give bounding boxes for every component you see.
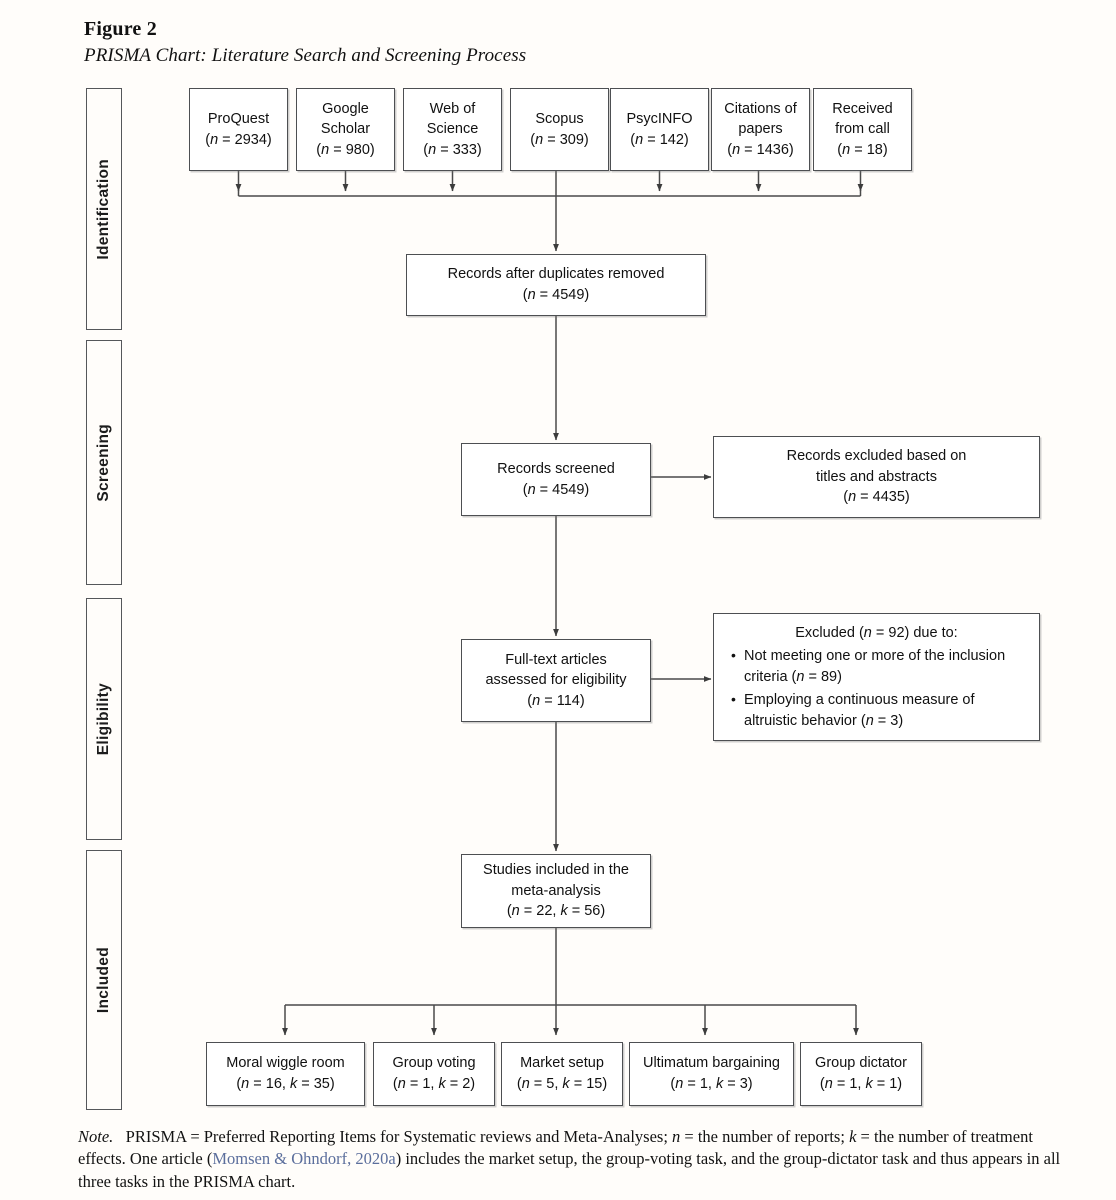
box-full-text-assessed: Full-text articles assessed for eligibil…: [461, 639, 651, 722]
source-name-line1: Google: [322, 100, 369, 117]
source-box-received-from-call: Received from call (n = 18): [813, 88, 912, 171]
box-count: (n = 22, k = 56): [506, 903, 606, 920]
source-count: (n = 18): [837, 141, 888, 158]
box-text-line2: assessed for eligibility: [485, 672, 627, 689]
task-name: Group voting: [392, 1055, 476, 1072]
source-name-line2: from call: [835, 121, 890, 138]
box-studies-included: Studies included in the meta-analysis (n…: [461, 854, 651, 928]
note-text-3: = the number of treatment effects. One a…: [78, 1127, 1033, 1169]
stage-screening: Screening: [86, 340, 122, 585]
note-text-2: = the number of reports;: [680, 1127, 850, 1146]
source-box-citations-of-papers: Citations of papers (n = 1436): [711, 88, 810, 171]
note-symbol-n: n: [672, 1127, 681, 1146]
task-name: Moral wiggle room: [226, 1055, 345, 1072]
source-count: (n = 333): [423, 141, 482, 158]
box-text-line1: Studies included in the: [483, 862, 629, 879]
note-symbol-k: k: [849, 1127, 857, 1146]
source-name: Scopus: [535, 110, 584, 127]
task-name: Group dictator: [815, 1055, 907, 1072]
note-text-1: PRISMA = Preferred Reporting Items for S…: [125, 1127, 673, 1146]
excluded-reason-item: Employing a continuous measure of altrui…: [731, 689, 1026, 732]
stage-included: Included: [86, 850, 122, 1110]
task-count: (n = 16, k = 35): [236, 1076, 335, 1092]
task-count: (n = 5, k = 15): [516, 1076, 608, 1092]
box-text-line2: meta-analysis: [511, 882, 601, 899]
box-excluded-eligibility: Excluded (n = 92) due to: Not meeting on…: [713, 613, 1040, 741]
source-name-line1: Citations of: [724, 100, 797, 117]
stage-eligibility: Eligibility: [86, 598, 122, 840]
stage-label-included: Included: [95, 946, 112, 1014]
box-count: (n = 4435): [843, 489, 910, 506]
note-text-4: ) includes the market setup, the group-v…: [78, 1149, 1061, 1191]
box-count: (n = 4549): [522, 287, 590, 303]
source-name: PsycINFO: [626, 110, 693, 127]
task-box-group-dictator: Group dictator (n = 1, k = 1): [800, 1042, 922, 1106]
source-count: (n = 309): [530, 131, 589, 148]
box-records-screened: Records screened (n = 4549): [461, 443, 651, 516]
box-text-line1: Records after duplicates removed: [447, 266, 665, 283]
task-box-ultimatum-bargaining: Ultimatum bargaining (n = 1, k = 3): [629, 1042, 794, 1106]
box-text-line1: Full-text articles: [505, 651, 607, 668]
box-records-after-duplicates: Records after duplicates removed (n = 45…: [406, 254, 706, 316]
task-box-market-setup: Market setup (n = 5, k = 15): [501, 1042, 623, 1106]
note-citation-link[interactable]: Momsen & Ohndorf, 2020a: [212, 1149, 396, 1169]
source-count: (n = 980): [316, 141, 375, 158]
box-records-excluded-titles-abstracts: Records excluded based on titles and abs…: [713, 436, 1040, 518]
stage-label-identification: Identification: [95, 158, 112, 260]
stage-label-screening: Screening: [95, 423, 112, 502]
task-box-group-voting: Group voting (n = 1, k = 2): [373, 1042, 495, 1106]
source-name-line1: Web of: [429, 100, 476, 117]
box-text-line2: titles and abstracts: [816, 468, 937, 485]
source-count: (n = 142): [630, 131, 689, 148]
source-count: (n = 2934): [205, 131, 272, 148]
box-count: (n = 4549): [522, 481, 590, 498]
task-count: (n = 1, k = 2): [392, 1076, 476, 1092]
source-box-web-of-science: Web of Science (n = 333): [403, 88, 502, 171]
task-name: Market setup: [520, 1055, 604, 1072]
source-box-google-scholar: Google Scholar (n = 980): [296, 88, 395, 171]
note-label: Note.: [78, 1127, 114, 1146]
task-name: Ultimatum bargaining: [642, 1055, 780, 1072]
source-name-line2: papers: [738, 121, 783, 138]
task-count: (n = 1, k = 1): [819, 1076, 903, 1092]
source-name-line1: Received: [832, 100, 893, 117]
figure-number: Figure 2: [84, 18, 157, 40]
source-box-psycinfo: PsycINFO (n = 142): [610, 88, 709, 171]
excluded-reason-list: Not meeting one or more of the inclusion…: [727, 645, 1026, 732]
box-text-line1: Records excluded based on: [786, 448, 967, 465]
figure-note: Note. PRISMA = Preferred Reporting Items…: [78, 1126, 1078, 1193]
source-name-line2: Science: [426, 121, 479, 138]
source-box-proquest: ProQuest (n = 2934): [189, 88, 288, 171]
excluded-heading: Excluded (n = 92) due to:: [795, 625, 958, 641]
box-count: (n = 114): [527, 692, 585, 709]
stage-identification: Identification: [86, 88, 122, 330]
task-count: (n = 1, k = 3): [670, 1076, 753, 1092]
figure-title: PRISMA Chart: Literature Search and Scre…: [84, 45, 527, 66]
excluded-reason-item: Not meeting one or more of the inclusion…: [731, 645, 1026, 688]
stage-label-eligibility: Eligibility: [95, 682, 112, 756]
source-name-line2: Scholar: [320, 121, 371, 138]
task-box-moral-wiggle-room: Moral wiggle room (n = 16, k = 35): [206, 1042, 365, 1106]
box-text-line1: Records screened: [497, 460, 615, 477]
source-box-scopus: Scopus (n = 309): [510, 88, 609, 171]
source-name: ProQuest: [207, 110, 270, 127]
source-count: (n = 1436): [727, 141, 794, 158]
